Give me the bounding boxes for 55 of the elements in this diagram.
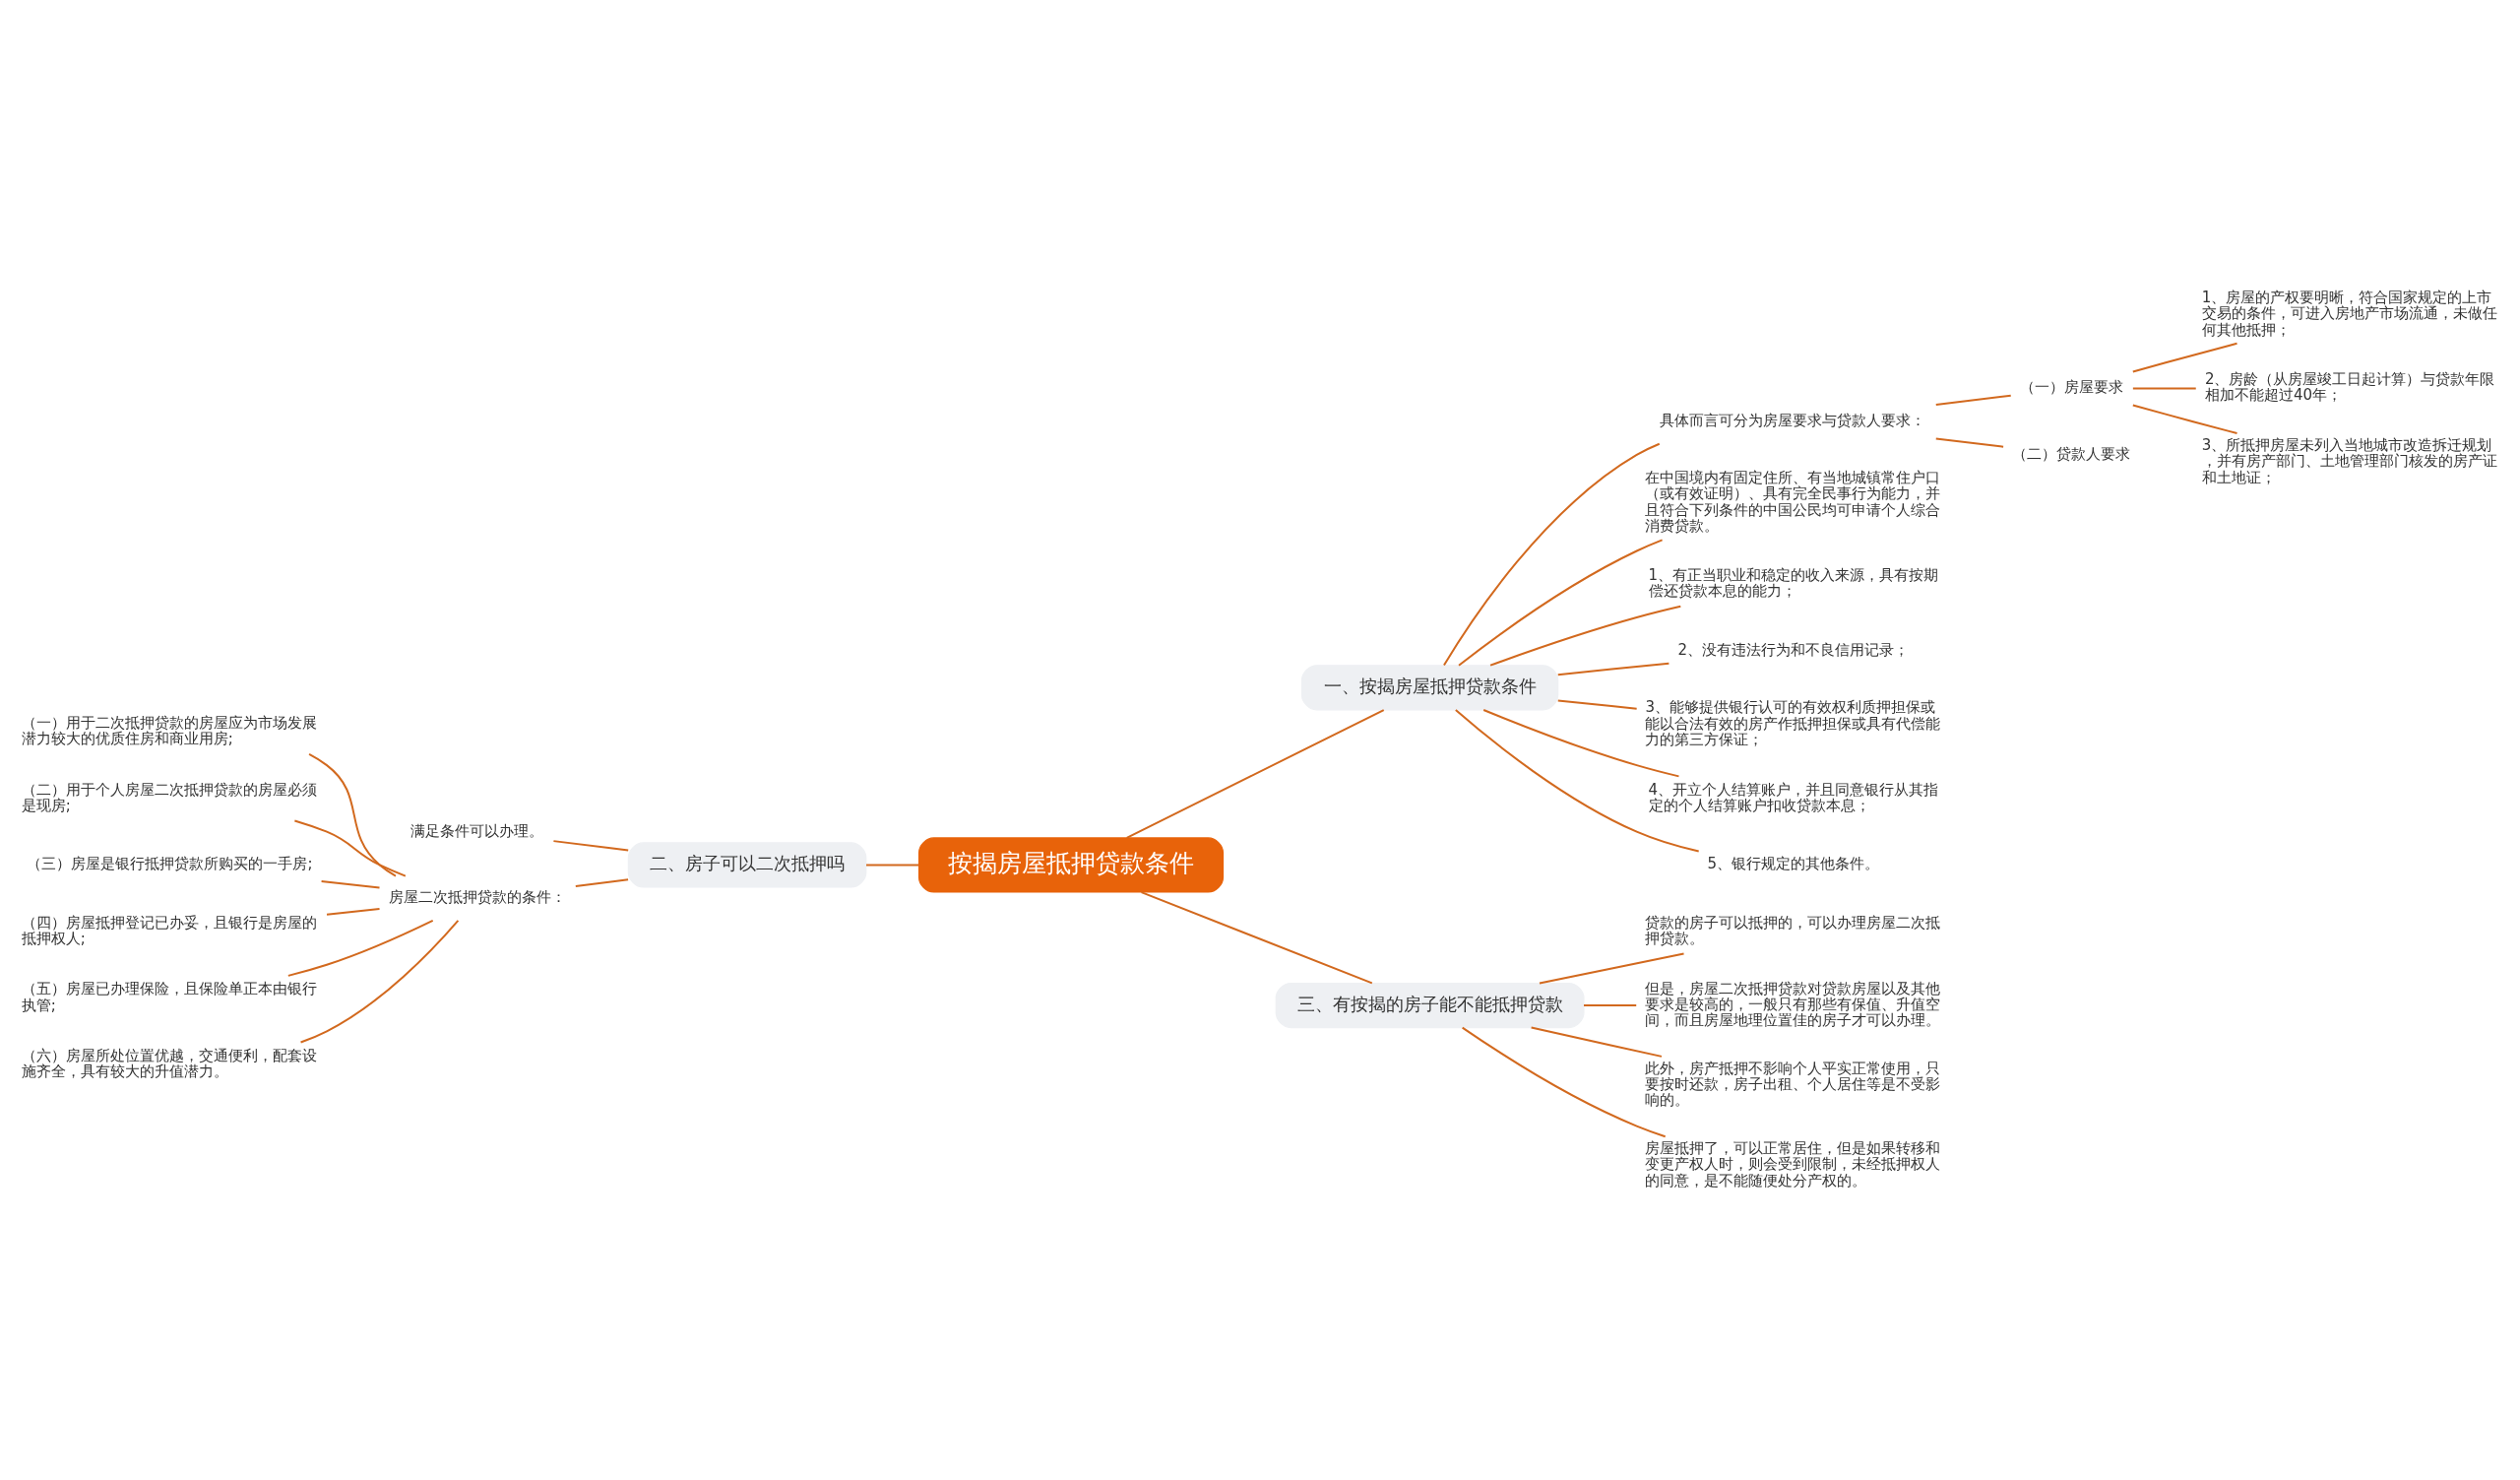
connector [1539,952,1685,985]
connector [326,907,381,916]
connector [2131,342,2238,373]
connector [1140,891,1373,985]
node-text: 房屋抵押了，可以正常居住，但是如果转移和变更产权人时，则会受到限制，未经抵押权人的同意，是不能随便处分产权的。 [1645,1139,1941,1190]
connector [1556,699,1638,710]
node-text: （一）房屋要求 [2019,378,2123,397]
node-text: 具体而言可分为房屋要求与贷款人要求： [1660,412,1926,430]
node-box: 二、房子可以二次抵押吗 [627,842,867,888]
node-text: 1、房屋的产权要明晰，符合国家规定的上市交易的条件，可进入房地产市场流通，未做任何其他抵押； [2201,289,2497,339]
connector [293,819,407,877]
connector [2131,404,2238,435]
node-text: 此外，房产抵押不影响个人平实正常使用，只要按时还款，房子出租、个人居住等是不受影响的。 [1645,1059,1941,1110]
connector [308,752,397,877]
node-text: 2、房龄（从房屋竣工日起计算）与贷款年限相加不能超过40年； [2204,370,2495,405]
connector [286,919,434,977]
node-text: 4、开立个人结算账户，并且同意银行从其指定的个人结算账户扣收贷款本息； [1648,780,1939,814]
connector [1454,708,1700,853]
node-box: 一、按揭房屋抵押贷款条件 [1300,665,1559,711]
node-text: 2、没有违法行为和不良信用记录； [1677,640,1910,659]
connector [1461,1026,1667,1138]
node-text: 5、银行规定的其他条件。 [1707,855,1880,873]
connector [299,919,460,1044]
connector [1556,662,1670,676]
connector [1530,1026,1663,1058]
connector [1458,539,1664,667]
node-text: 贷款的房子可以抵押的，可以办理房屋二次抵押贷款。 [1645,913,1941,947]
node-box: 按揭房屋抵押贷款条件 [917,837,1225,893]
connector [1442,442,1661,667]
node-text: 但是，房屋二次抵押贷款对贷款房屋以及其他要求是较高的，一般只有那些有保值、升值空间，而且房屋地理位置佳的房子才可以办理。 [1645,979,1941,1030]
node-text: 3、所抵押房屋未列入当地城市改造拆迁规划，并有房产部门、土地管理部门核发的房产证和土地证； [2201,436,2497,486]
node-box: 三、有按揭的房子能不能抵押贷款 [1275,982,1585,1029]
node-text: （二）贷款人要求 [2012,444,2131,463]
node-text: 房屋二次抵押贷款的条件： [388,888,566,907]
node-text: （四）房屋抵押登记已办妥，且银行是房屋的抵押权人; [21,913,317,947]
node-text: 3、能够提供银行认可的有效权利质押担保或能以合法有效的房产作抵押担保或具有代偿能力的第三方保证； [1645,698,1941,748]
connector [1934,437,2005,448]
connector [1583,1004,1638,1006]
connector [1482,709,1680,778]
node-text: （五）房屋已办理保险，且保险单正本由银行执管; [21,980,317,1014]
connector [552,840,630,852]
connector [320,880,381,889]
node-text: 1、有正当职业和稳定的收入来源，具有按期偿还贷款本息的能力； [1648,566,1939,601]
connector [1489,605,1682,667]
node-text: 满足条件可以办理。 [410,821,544,840]
connector [1934,394,2012,406]
node-text: （二）用于个人房屋二次抵押贷款的房屋必须是现房; [21,780,317,814]
connector [2131,387,2197,390]
node-text: （六）房屋所处位置优越，交通便利，配套设施齐全，具有较大的升值潜力。 [21,1046,317,1081]
node-text: 在中国境内有固定住所、有当地城镇常住户口（或有效证明）、具有完全民事行为能力，并且符合下列条件的中国公民均可申请个人综合消费贷款。 [1645,469,1941,536]
connector [1125,709,1385,839]
connector [865,864,920,867]
node-text: （三）房屋是银行抵押贷款所购买的一手房; [27,855,313,873]
connector [574,878,630,887]
node-text: （一）用于二次抵押贷款的房屋应为市场发展潜力较大的优质住房和商业用房; [21,714,317,748]
